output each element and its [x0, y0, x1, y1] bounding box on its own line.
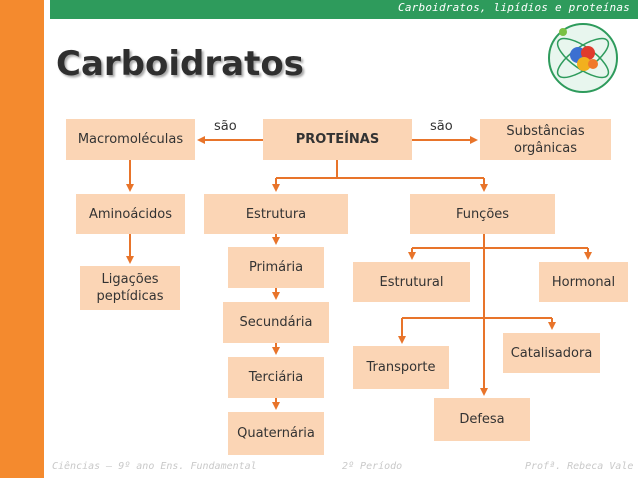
footer-teacher: Profª. Rebeca Vale [525, 461, 634, 472]
transporte-node: Transporte [353, 346, 449, 389]
left-link-label: são [214, 119, 237, 134]
proteinas-node: PROTEÍNAS [263, 119, 412, 160]
footer-course: Ciências – 9º ano Ens. Fundamental [52, 461, 257, 472]
header-bar: Carboidratos, lipídios e proteínas [50, 0, 638, 19]
terciaria-node: Terciária [228, 357, 324, 398]
page-title: Carboidratos [56, 44, 304, 84]
defesa-node: Defesa [434, 398, 530, 441]
estrutural-node: Estrutural [353, 262, 470, 302]
primaria-node: Primária [228, 247, 324, 288]
funcoes-node: Funções [410, 194, 555, 234]
catalisadora-node: Catalisadora [503, 333, 600, 373]
right-link-label: são [430, 119, 453, 134]
secundaria-node: Secundária [223, 302, 329, 343]
quaternaria-node: Quaternária [228, 412, 324, 455]
aminoacidos-node: Aminoácidos [76, 194, 185, 234]
footer-period: 2º Período [342, 461, 403, 472]
substancias-node: Substâncias orgânicas [480, 119, 611, 160]
header-subtitle: Carboidratos, lipídios e proteínas [398, 1, 630, 14]
molecule-logo-icon [548, 23, 618, 93]
estrutura-node: Estrutura [204, 194, 348, 234]
hormonal-node: Hormonal [539, 262, 628, 302]
macromoleculas-node: Macromoléculas [66, 119, 195, 160]
left-accent-bar [0, 0, 44, 478]
ligacoes-node: Ligações peptídicas [80, 266, 180, 310]
